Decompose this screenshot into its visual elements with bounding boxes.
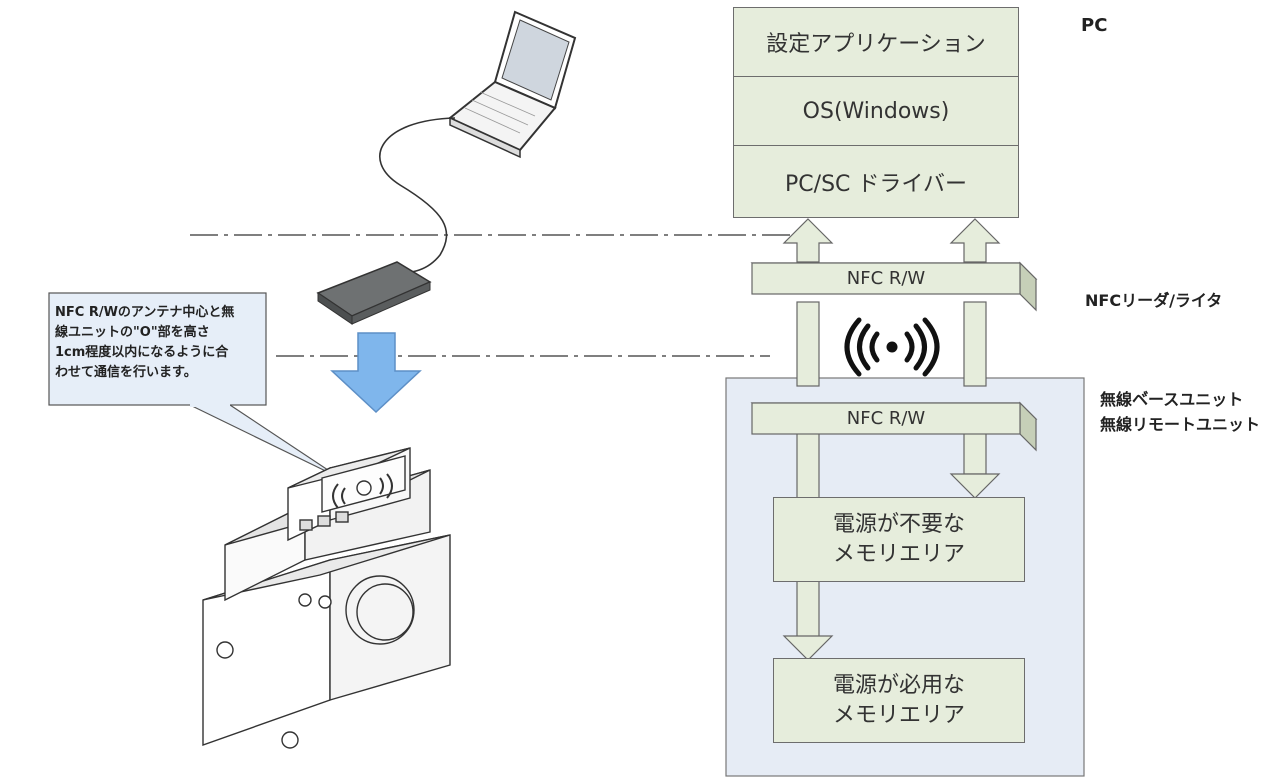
- callout-bubble: [48, 292, 341, 479]
- nfc-reader-writer-label: NFCリーダ゙/ライタ: [1085, 291, 1223, 310]
- nfc-reader-bar-shape: [750, 261, 1038, 312]
- usb-cable: [379, 117, 456, 273]
- laptop-icon: [448, 10, 577, 159]
- callout-text: NFC R/Wのアンテナ中心と無 線ユニットの"O"部を高さ 1cm程度以内にな…: [55, 305, 235, 380]
- double-arrow-right-icon: [949, 218, 1001, 263]
- nfc-device-bar-label: NFC R/W: [846, 408, 926, 429]
- down-arrow-icon: [330, 332, 422, 414]
- wireless-base-unit-label: 無線ベ゙ースユニット: [1100, 390, 1244, 409]
- double-arrow-left-icon: [782, 218, 834, 263]
- separator-lines: [190, 234, 790, 357]
- nfc-link-shafts: [796, 301, 987, 387]
- layer-settings-application: 設定アプリケーション: [733, 7, 1019, 77]
- pc-label: PC: [1081, 15, 1108, 36]
- memory-area-no-power: 電源が不要な メモリエリア: [773, 497, 1025, 582]
- nfc-reader-bar-label: NFC R/W: [846, 268, 926, 289]
- memory-area-power-required: 電源が必用な メモリエリア: [773, 658, 1025, 743]
- nfc-device-bar-shape: [750, 401, 1038, 452]
- layer-pcsc-driver: PC/SC ドライバー: [733, 145, 1019, 218]
- wireless-remote-unit-label: 無線リモートユニット: [1100, 415, 1261, 434]
- nfc-wave-icon: [844, 317, 940, 377]
- nfc-reader-device: [316, 261, 432, 325]
- wireless-unit-device: [202, 447, 451, 749]
- pc-layer-stack: 設定アプリケーション OS(Windows) PC/SC ドライバー: [733, 7, 1019, 218]
- layer-os: OS(Windows): [733, 76, 1019, 146]
